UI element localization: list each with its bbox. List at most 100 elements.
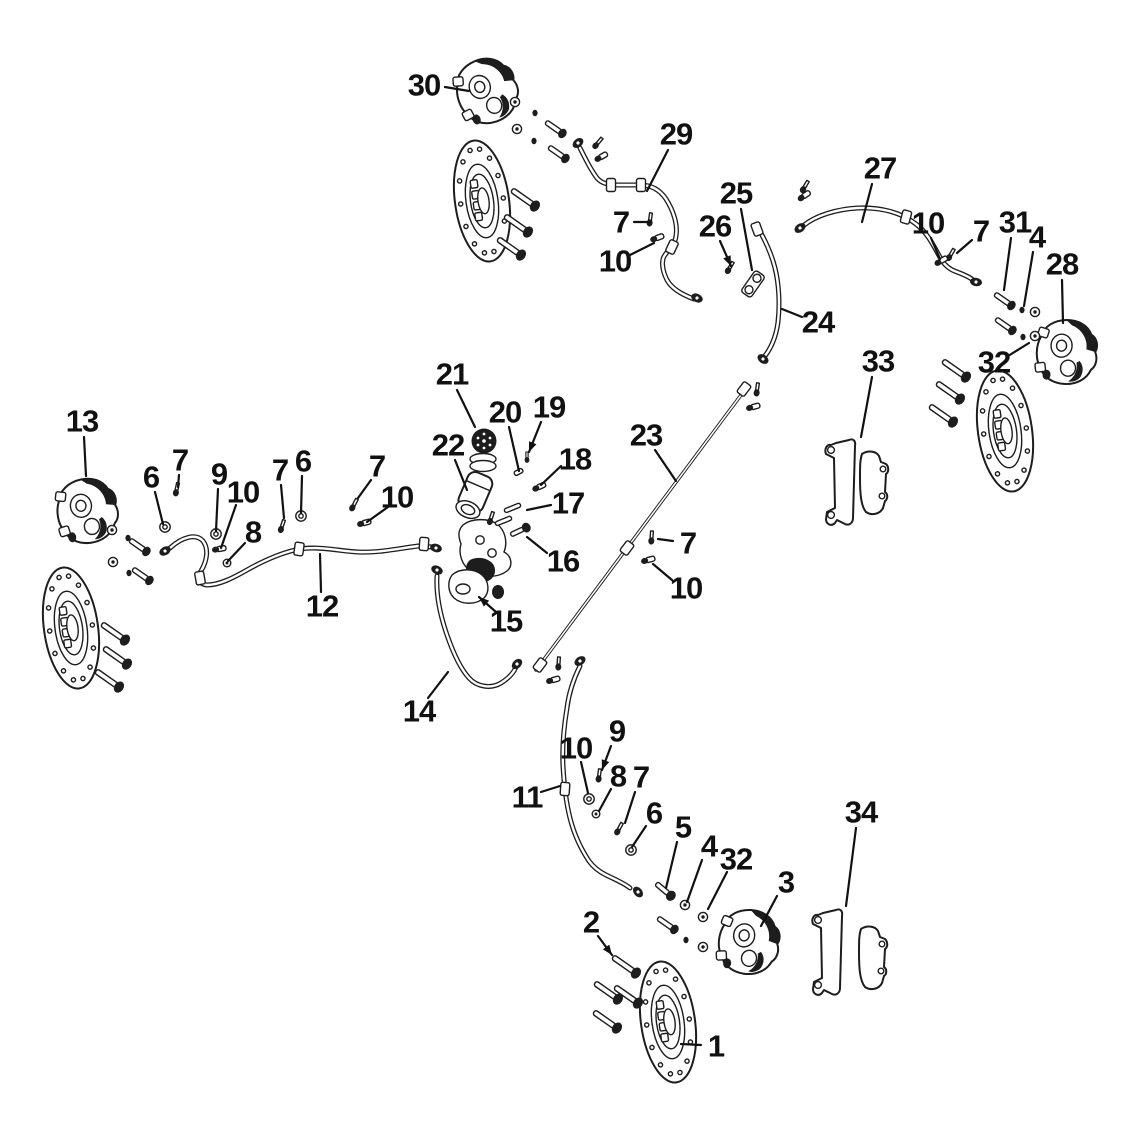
callout-30-0: 30: [408, 68, 471, 103]
callout-7-31: 7: [356, 449, 386, 500]
leader-line: [356, 478, 373, 500]
disc-bolt: [97, 618, 133, 649]
part-number-label: 15: [490, 604, 523, 639]
callout-4-45: 4: [685, 829, 720, 904]
disc-bolt: [932, 377, 968, 408]
clamp-eye: [455, 583, 471, 595]
part-number-label: 10: [670, 571, 702, 606]
part-number-label: 10: [560, 731, 592, 766]
leader-line: [453, 458, 469, 492]
part-number-label: 9: [609, 714, 626, 749]
callout-5-44: 5: [664, 810, 693, 890]
leader-line: [426, 670, 450, 700]
washer: [107, 556, 119, 568]
callout-11-38: 11: [512, 780, 562, 815]
spacer: [1020, 333, 1026, 341]
bleed-screw: [752, 381, 762, 398]
callout-23-20: 23: [630, 418, 678, 483]
part-number-label: 26: [699, 209, 732, 244]
part-number-label: 18: [559, 442, 592, 477]
leader-line: [176, 473, 181, 489]
bracket-hole: [475, 535, 485, 545]
leader-line: [1022, 250, 1035, 308]
part-number-label: 7: [973, 214, 989, 249]
callout-3-47: 3: [759, 865, 796, 928]
bleed-screw-7: [647, 530, 656, 546]
part-number-label: 10: [227, 475, 259, 510]
elbow-fitting: [592, 150, 610, 164]
leader-line: [706, 870, 729, 911]
washer: [509, 96, 521, 108]
callout-15-34: 15: [477, 595, 524, 639]
hose-clamp: [292, 541, 306, 557]
leader-line: [739, 207, 754, 272]
washer: [511, 123, 523, 135]
leader-line: [628, 241, 656, 257]
spacer: [683, 936, 689, 944]
part-number-label: 7: [369, 449, 385, 484]
reservoir-cap-dots: [476, 432, 492, 450]
leader-arrowhead: [479, 597, 490, 607]
spacer: [125, 534, 131, 542]
brake-pad-set-33: [824, 438, 890, 526]
callout-10-37: 10: [651, 562, 703, 606]
callout-7-2: 7: [613, 205, 652, 240]
banjo-fitting: [689, 291, 705, 305]
leader-line: [929, 236, 942, 261]
leader-line: [653, 448, 678, 483]
brake-pad-inner: [824, 438, 857, 526]
caliper-3: [712, 904, 785, 979]
part-number-label: 10: [381, 480, 413, 515]
caliper-13: [51, 473, 123, 548]
caliper-28: [1032, 316, 1100, 388]
banjo-fitting: [630, 884, 646, 900]
bracket-hole: [487, 548, 497, 558]
hose-clamp: [749, 220, 765, 238]
part-number-label: 12: [306, 589, 338, 624]
callout-33-13: 33: [859, 344, 896, 439]
spacer: [126, 569, 132, 577]
part-number-label: 17: [552, 486, 584, 521]
hose-clamp: [559, 781, 571, 797]
part-number-label: 32: [720, 842, 752, 877]
elbow-fitting: [544, 674, 562, 686]
part-number-label: 22: [432, 428, 464, 463]
brake-pad-outer: [858, 925, 889, 991]
part-number-label: 19: [533, 390, 566, 425]
washer-32: [1029, 330, 1041, 342]
part-number-label: 7: [613, 205, 629, 240]
callout-4-10: 4: [1022, 220, 1048, 308]
washer: [106, 524, 118, 536]
callout-8-28: 8: [226, 515, 263, 563]
part-number-label: 16: [547, 544, 580, 579]
part-number-label: 20: [489, 395, 521, 430]
disc-bolt: [938, 355, 974, 386]
brake-hose-11: [560, 663, 633, 891]
brake-hose-14: [434, 573, 519, 689]
hose-clamp: [605, 177, 617, 193]
part-number-label: 13: [66, 404, 99, 439]
caliper-bolt: [654, 913, 682, 937]
part-number-label: 21: [436, 357, 469, 392]
part-number-label: 1: [708, 1029, 725, 1064]
callout-7-8: 7: [955, 214, 990, 255]
callout-21-15: 21: [436, 357, 477, 429]
part-number-label: 10: [599, 244, 631, 279]
spacer: [1019, 306, 1025, 314]
bleed-screw: [590, 135, 605, 152]
callout-29-1: 29: [645, 117, 694, 193]
callout-10-27: 10: [219, 475, 260, 550]
leader-line: [443, 85, 471, 93]
leader-line: [539, 784, 562, 794]
bleed-screw-7: [645, 211, 655, 228]
part-number-label: 29: [660, 117, 693, 152]
part-number-label: 4: [701, 829, 719, 864]
bleed-screw-7: [612, 820, 626, 838]
leader-line: [579, 760, 590, 795]
callout-6-24: 6: [143, 460, 165, 526]
elbow-fitting-10: [210, 544, 228, 554]
part-number-label: 33: [862, 344, 895, 379]
part-number-label: 6: [295, 444, 312, 479]
leader-line: [1060, 278, 1065, 325]
